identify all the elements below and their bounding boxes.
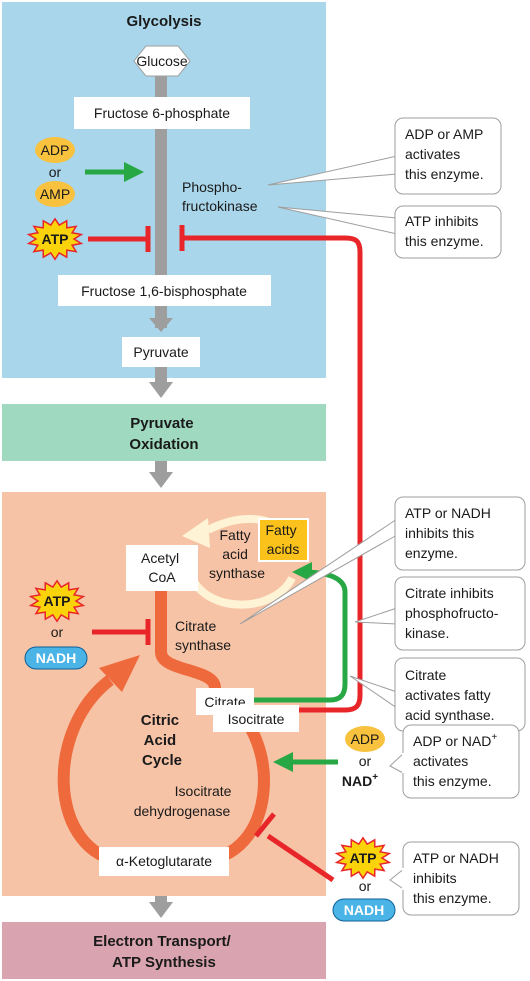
nadh-badge-1: NADH [24, 646, 88, 670]
svg-text:AMP: AMP [40, 186, 70, 202]
pyruvate-node: Pyruvate [122, 337, 200, 367]
acetyl-coa-to-citrate-path [155, 584, 221, 694]
svg-text:α-Ketoglutarate: α-Ketoglutarate [116, 853, 212, 869]
cycle-ring-arrowhead [99, 655, 140, 692]
glucose-node: Glucose [133, 45, 191, 77]
phosphofructokinase-label: Phospho- fructokinase [182, 179, 258, 214]
callout-pointers [239, 155, 398, 709]
fatty-acid-synthase-cycle-arrow-lower [188, 575, 296, 609]
svg-text:Acetyl CoA: Acetyl CoA [141, 550, 183, 585]
svg-text:Fatty acids: Fatty acids [265, 522, 300, 557]
citric-acid-cycle-title: Citric Acid Cycle [141, 712, 184, 769]
pathway-arrow-to-oxidation [149, 382, 173, 398]
callout-atp-inhibits: ATP inhibits this enzyme. [394, 205, 502, 259]
acetyl-coa-node: Acetyl CoA [126, 545, 198, 591]
svg-text:ADP or AMP activates: ADP or AMP activates this enzyme. [405, 126, 487, 182]
fatty-acid-synthase-cycle-arrowhead [182, 518, 210, 548]
atp-starburst-2: ATP [28, 579, 86, 623]
electron-transport-panel [2, 922, 326, 979]
atp-starburst-3: ATP [334, 836, 392, 880]
amp-badge: AMP [35, 181, 75, 207]
svg-text:ADP or NAD+: ADP or NAD+ [413, 732, 497, 749]
atp-starburst-1: ATP [26, 217, 84, 261]
svg-text:ADP: ADP [41, 142, 70, 158]
isocitrate-dehydrogenase-inhibition-line [266, 833, 335, 883]
pathway-arrow-to-cycle [149, 472, 173, 488]
callout-atp-nadh-isocitrate: ATP or NADH inhibits this enzyme. [389, 841, 520, 916]
fatty-acids-node: Fatty acids [258, 518, 309, 562]
svg-text:Fructose 6-phosphate: Fructose 6-phosphate [94, 105, 230, 121]
pathway-arrow-to-transport [149, 902, 173, 918]
or-label-3: or [359, 753, 372, 769]
glycolysis-title: Glycolysis [126, 13, 201, 30]
svg-text:Citrate activates fatty: Citrate activates fatty acid synthase. [405, 667, 495, 723]
svg-text:ADP: ADP [351, 731, 380, 747]
glycolysis-pathway-bar [155, 76, 167, 328]
pathway-segment-oxidation-out [155, 461, 167, 475]
pyruvate-oxidation-panel [2, 404, 326, 461]
or-label-4: or [359, 878, 372, 894]
isocitrate-node: Isocitrate [213, 705, 299, 732]
callout-adp-nad-activates: ADP or NAD+ activates this enzyme. [389, 724, 520, 799]
fructose-6-phosphate-node: Fructose 6-phosphate [74, 97, 250, 129]
fatty-acid-synthase-label: Fatty acid synthase [209, 527, 265, 581]
svg-text:ATP: ATP [44, 593, 71, 609]
nadh-badge-2: NADH [332, 898, 396, 922]
callout-citrate-inhibits: Citrate inhibits phosphofructo- kinase. [394, 576, 526, 651]
svg-text:ATP or NADH inhibits thi: ATP or NADH inhibits this enzyme. [405, 505, 495, 561]
or-label-1: or [49, 164, 62, 180]
adp-badge: ADP [35, 137, 75, 163]
svg-text:Pyruvate: Pyruvate [133, 344, 188, 360]
svg-text:activates this enzyme.: activates this enzyme. [413, 753, 492, 789]
svg-text:ATP or NADH inhibits: ATP or NADH inhibits this enzyme. [413, 850, 503, 906]
pathway-arrow-to-pyruvate [149, 318, 173, 332]
svg-text:Fructose 1,6-bisphosphate: Fructose 1,6-bisphosphate [81, 283, 247, 299]
nad-plus-label: NAD+ [342, 772, 378, 789]
pathway-segment-cycle-out [155, 896, 167, 904]
svg-text:Glucose: Glucose [136, 53, 188, 69]
or-label-2: or [51, 624, 64, 640]
svg-text:Isocitrate: Isocitrate [228, 711, 285, 727]
isocitrate-dehydrogenase-label: Isocitrate dehydrogenase [134, 783, 236, 819]
svg-text:NADH: NADH [344, 902, 384, 918]
alpha-ketoglutarate-node: α-Ketoglutarate [99, 847, 229, 876]
svg-text:ATP inhibits this enzyme: ATP inhibits this enzyme. [405, 213, 484, 249]
citrate-feedback-inhibition-line [182, 235, 363, 713]
pyruvate-oxidation-title: Pyruvate Oxidation [129, 415, 198, 453]
adp-badge-2: ADP [345, 726, 385, 752]
svg-text:ATP: ATP [42, 231, 69, 247]
svg-text:NADH: NADH [36, 650, 76, 666]
citrate-synthase-label: Citrate synthase [175, 618, 231, 653]
fructose-bisphosphate-node: Fructose 1,6-bisphosphate [58, 275, 271, 306]
pathway-segment-pyruvate-out [155, 362, 167, 384]
callout-adp-amp: ADP or AMP activates this enzyme. [394, 117, 502, 195]
callout-citrate-activates: Citrate activates fatty acid synthase. [394, 657, 526, 732]
svg-text:Citrate inhibits phospho: Citrate inhibits phosphofructo- kinase. [405, 585, 502, 641]
isocitrate-dehydrogenase-inhibition-bar [254, 812, 276, 838]
cycle-ring-left [57, 675, 117, 866]
electron-transport-title: Electron Transport/ ATP Synthesis [93, 933, 235, 971]
svg-text:ATP: ATP [350, 850, 377, 866]
callout-atp-nadh-citrate-synthase: ATP or NADH inhibits this enzyme. [394, 496, 526, 571]
